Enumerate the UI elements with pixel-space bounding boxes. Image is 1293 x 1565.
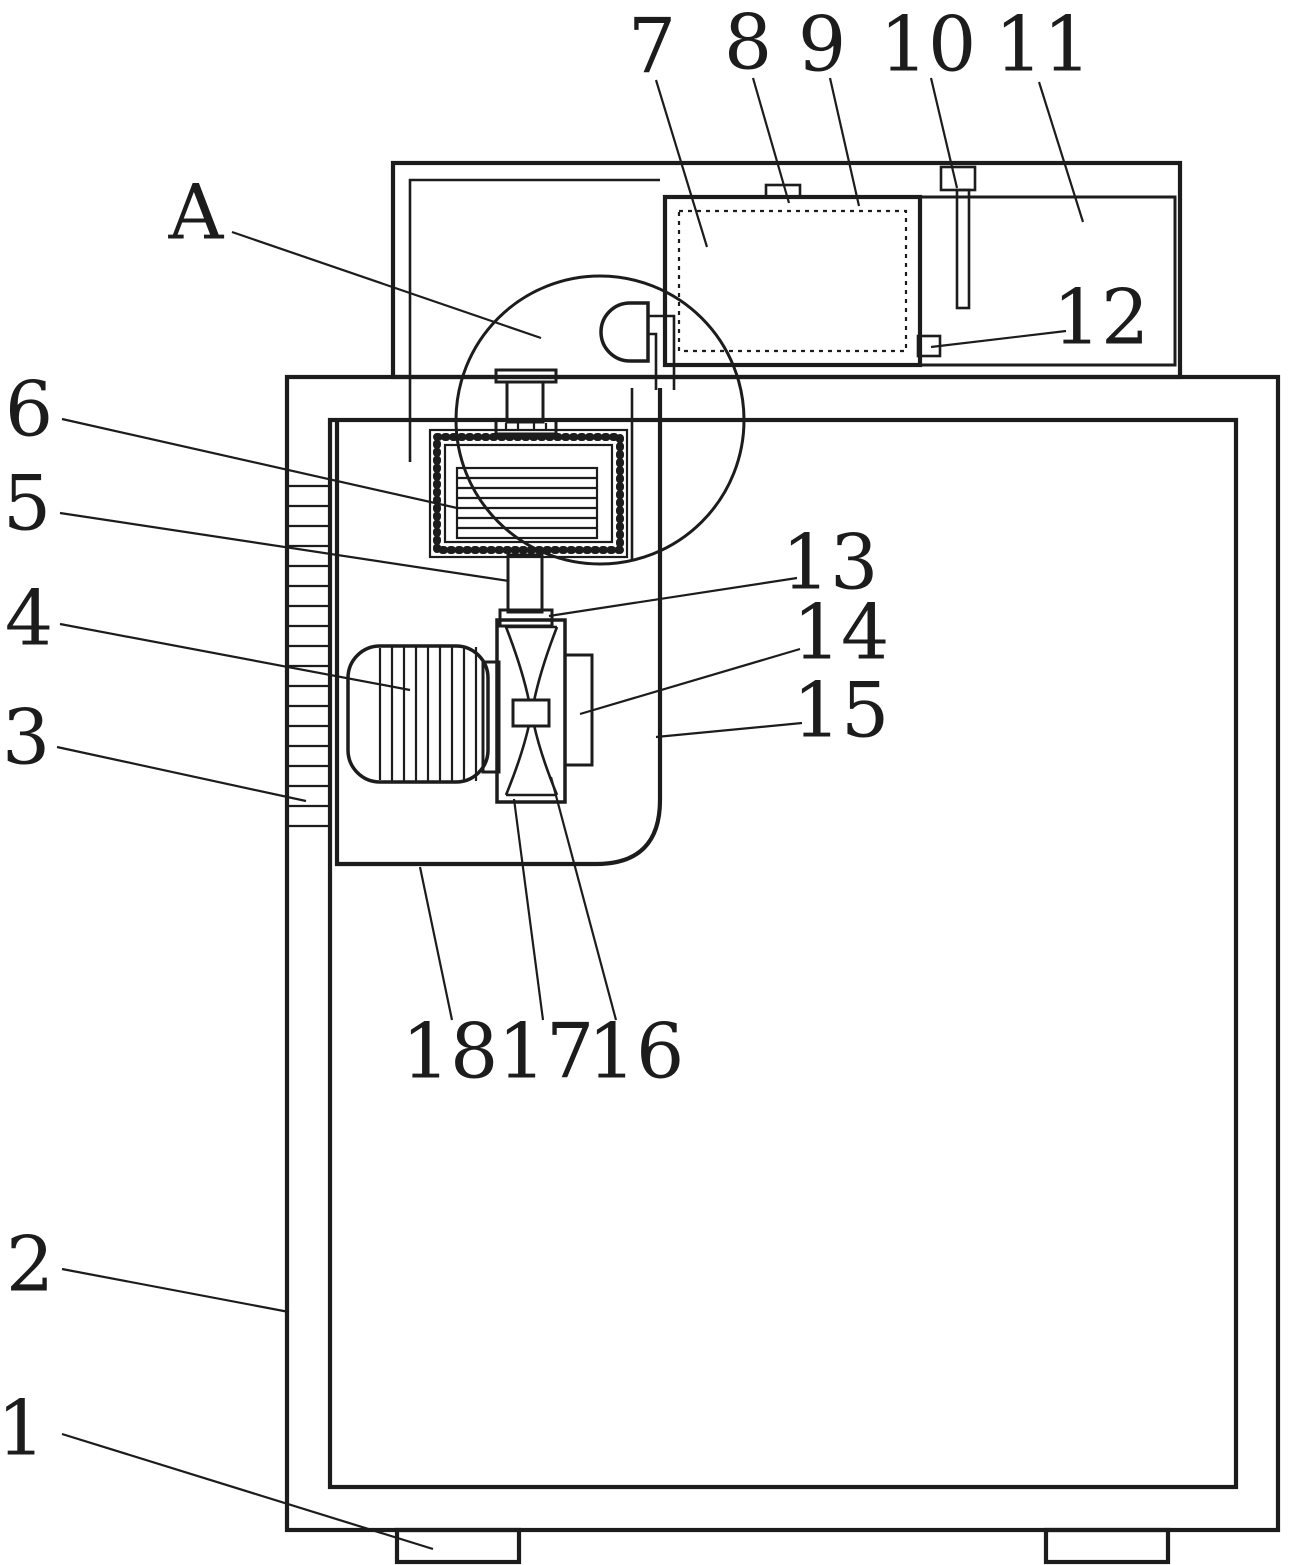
leader-16 [549,776,618,1021]
foot-right [1043,1527,1171,1565]
fan-blade-curve [504,626,531,702]
sensor-head [599,301,650,363]
shaft-column [505,380,545,424]
leader-9 [828,77,861,207]
sensor-head-assembly [599,301,676,390]
leader-1 [61,1432,434,1551]
finned-box-gasket-border [433,433,624,554]
reference-labels: A 7 8 9 10 11 12 6 5 4 3 13 14 15 18 17 … [0,0,1149,1473]
label-1: 1 [0,1384,45,1473]
leader-17 [512,798,545,1021]
leader-11 [1037,81,1085,223]
label-3: 3 [2,693,50,782]
motor [346,644,501,784]
label-9: 9 [798,0,846,89]
finned-box [428,428,629,559]
label-5: 5 [3,459,51,548]
fan-outlet-block-part14 [563,653,594,767]
vent-grille [289,484,329,828]
motor-body [346,644,490,784]
fan-housing [495,618,567,804]
label-7: 7 [628,2,676,91]
leader-14 [579,647,801,716]
lower-shaft [498,553,554,628]
motor-coupler [481,660,501,774]
elbow-pipe-inner [648,332,658,390]
leader-5 [59,511,510,583]
fan-hub [511,698,551,728]
lower-shaft-column [506,553,544,614]
leader-18 [418,866,454,1021]
heater-box-outline [662,194,923,368]
foot-left [394,1527,522,1565]
fan-blade-curve [504,724,531,796]
fan-chamber-wall [334,388,663,867]
label-13: 13 [782,518,879,607]
label-8: 8 [724,0,772,87]
leader-7 [654,79,709,248]
label-6: 6 [5,365,53,454]
leader-lines [56,77,1085,1551]
label-12: 12 [1053,273,1150,362]
finned-box-outer [428,428,629,559]
leader-13 [548,576,798,618]
leader-A [231,230,542,340]
fan-assembly [495,618,594,804]
top-duct-inner-wall [408,178,660,462]
fan-chamber [334,388,663,867]
finned-box-inner [443,443,614,544]
label-2: 2 [6,1220,54,1309]
elbow-pipe-outer [648,314,676,390]
leader-10 [929,77,959,189]
fin-stack-frame [455,466,599,540]
label-18: 18 [402,1007,499,1096]
main-cabinet [284,374,1281,1565]
label-4: 4 [5,574,53,663]
leader-15 [655,721,803,739]
label-11: 11 [995,0,1092,89]
heater-box-inner-liner [677,209,908,353]
cabinet-outer-wall [284,374,1281,1533]
leader-6 [61,417,458,510]
fan-blade-curve [532,626,559,702]
label-14: 14 [793,588,890,677]
label-A: A [168,168,225,257]
leader-8 [751,77,791,204]
side-compartment-outline [918,195,1177,367]
leader-2 [61,1267,290,1314]
cabinet-inner-wall [327,417,1239,1490]
leader-12 [930,329,1067,349]
probe-rod [955,188,971,310]
label-10: 10 [880,0,977,89]
label-17: 17 [498,1007,595,1096]
upper-shaft [494,368,558,436]
detail-circle-A [454,274,746,566]
leader-3 [56,745,307,803]
top-tab-part10 [939,165,977,192]
label-16: 16 [588,1007,685,1096]
leader-4 [59,622,411,692]
label-15: 15 [793,666,890,755]
